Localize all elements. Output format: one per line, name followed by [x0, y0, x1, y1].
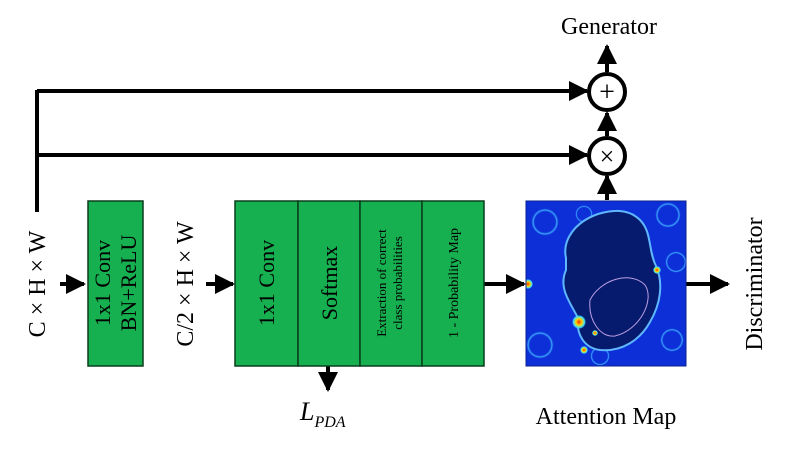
softmax-subblock-label: Softmax	[317, 246, 342, 321]
input-shape-label: C × H × W	[25, 230, 51, 337]
inverse-subblock-label: 1 - Probability Map	[447, 228, 462, 338]
plus-symbol: +	[599, 77, 615, 108]
conv-subblock-label: 1x1 Conv	[254, 240, 279, 326]
multiply-symbol: ×	[600, 142, 615, 171]
extraction-label-line2: class probabilities	[390, 236, 405, 330]
loss-symbol: L	[299, 397, 314, 426]
loss-subscript: PDA	[313, 414, 345, 431]
loss-label: LPDA	[299, 397, 346, 431]
attention-heatmap-image	[526, 201, 686, 366]
conv-subblock	[234, 200, 299, 367]
multiply-circle-icon	[587, 136, 627, 176]
plus-node: +	[587, 72, 627, 112]
inverse-subblock	[421, 200, 485, 367]
conv-bn-relu-box	[87, 200, 144, 367]
conv-bn-relu-line2: BN+ReLU	[116, 235, 141, 332]
discriminator-label: Discriminator	[742, 217, 768, 350]
multiply-node: ×	[587, 136, 627, 176]
mid-shape-label: C/2 × H × W	[173, 221, 199, 347]
conv-bn-relu-line1: 1x1 Conv	[90, 240, 115, 326]
pda-block: 1x1 Conv Softmax Extraction of correct c…	[234, 200, 485, 367]
extraction-label-line1: Extraction of correct	[374, 229, 389, 337]
plus-circle-icon	[587, 72, 627, 112]
extraction-subblock	[359, 200, 423, 367]
conv-bn-relu-block: 1x1 Conv BN+ReLU	[87, 200, 144, 367]
connections	[35, 44, 730, 392]
generator-label: Generator	[561, 14, 657, 40]
attention-map-label: Attention Map	[536, 404, 677, 430]
